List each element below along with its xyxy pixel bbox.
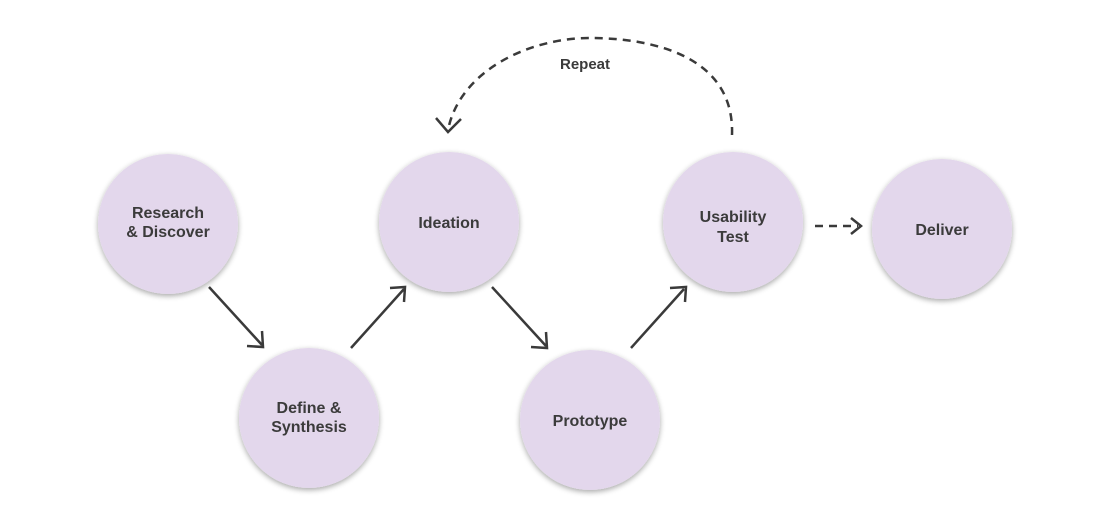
arrow-ideation-to-prototype xyxy=(491,286,549,350)
arrow-research-to-define xyxy=(208,286,265,349)
arrow-prototype-to-usability xyxy=(630,285,688,349)
node-usability: Usability Test xyxy=(663,152,803,292)
node-ideation-circle xyxy=(379,152,519,292)
arrows xyxy=(208,36,864,350)
node-deliver-line-1: Deliver xyxy=(915,222,968,239)
node-prototype-line-1: Prototype xyxy=(553,413,628,430)
node-define-line-1: Define & xyxy=(277,400,342,417)
node-deliver-circle xyxy=(872,159,1012,299)
node-define-line-2: Synthesis xyxy=(271,419,347,436)
arrow-repeat-loop xyxy=(435,36,734,136)
arrow-define-to-ideation xyxy=(350,285,407,349)
node-research-line-2: & Discover xyxy=(126,224,210,241)
node-research-circle xyxy=(98,154,238,294)
node-deliver: Deliver xyxy=(872,159,1012,299)
node-usability-line-1: Usability xyxy=(700,209,767,226)
node-usability-line-2: Test xyxy=(717,229,749,246)
node-ideation: Ideation xyxy=(379,152,519,292)
node-define: Define & Synthesis xyxy=(239,348,379,488)
arrow-usability-to-deliver xyxy=(815,217,864,235)
node-define-circle xyxy=(239,348,379,488)
node-ideation-line-1: Ideation xyxy=(418,215,479,232)
node-prototype: Prototype xyxy=(520,350,660,490)
nodes: Research & Discover Define & Synthesis I… xyxy=(98,152,1012,490)
node-prototype-circle xyxy=(520,350,660,490)
node-research-line-1: Research xyxy=(132,205,204,222)
node-research: Research & Discover xyxy=(98,154,238,294)
node-usability-circle xyxy=(663,152,803,292)
repeat-label: Repeat xyxy=(560,56,610,73)
